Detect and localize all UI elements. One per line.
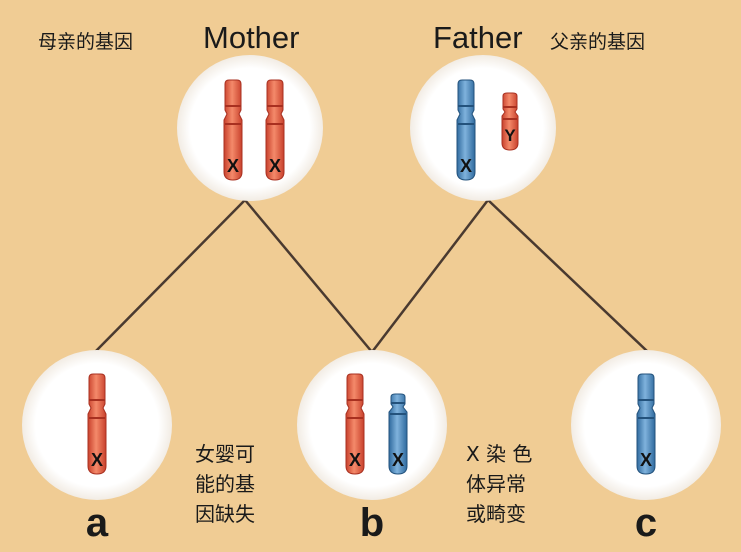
father-label: Father [433,20,523,55]
offspring-c-letter: c [635,501,657,545]
line-mother-to-a [94,199,246,353]
mother-label-cn: 母亲的基因 [38,31,133,53]
father-chromosome-y-label: Y [504,126,516,145]
offspring-c-chromosome: X [636,373,656,475]
mother-cell [177,55,323,201]
offspring-a-note-line-3: 因缺失 [195,502,255,526]
father-chromosome-x-label: X [460,156,472,176]
father-chromosome-x: X [456,79,476,181]
offspring-b-chromosome-paternal: X [388,393,408,475]
offspring-a-chromosome: X [87,373,107,475]
mother-chromosome-2: X [265,79,285,181]
offspring-b-note-line-1: X 染 色 [466,442,532,466]
mother-chromosome-1: X [223,79,243,181]
offspring-b-chromosome-maternal-label: X [349,450,361,470]
father-chromosome-y: Y [501,92,519,151]
line-father-to-b [371,199,489,353]
offspring-a-note-line-1: 女婴可 [195,442,255,466]
mother-chromosome-2-label: X [269,156,281,176]
line-mother-to-b [244,199,373,353]
offspring-b-cell [297,350,447,500]
offspring-b-chromosome-paternal-label: X [392,450,404,470]
father-cell [410,55,556,201]
offspring-a-chromosome-label: X [91,450,103,470]
offspring-a-note: 女婴可 能的基 因缺失 [195,442,255,526]
offspring-c-chromosome-label: X [640,450,652,470]
offspring-b-note: X 染 色 体异常 或畸变 [466,442,532,526]
offspring-a-letter: a [86,501,109,545]
offspring-b-letter: b [360,501,384,545]
offspring-b-note-line-3: 或畸变 [466,502,526,526]
mother-chromosome-1-label: X [227,156,239,176]
mother-label: Mother [203,20,299,55]
line-father-to-c [487,199,649,353]
offspring-b-chromosome-maternal: X [345,373,365,475]
lineage-lines [94,199,649,353]
offspring-a-note-line-2: 能的基 [195,472,255,496]
offspring-b-note-line-2: 体异常 [466,472,526,496]
father-label-cn: 父亲的基因 [550,31,645,53]
